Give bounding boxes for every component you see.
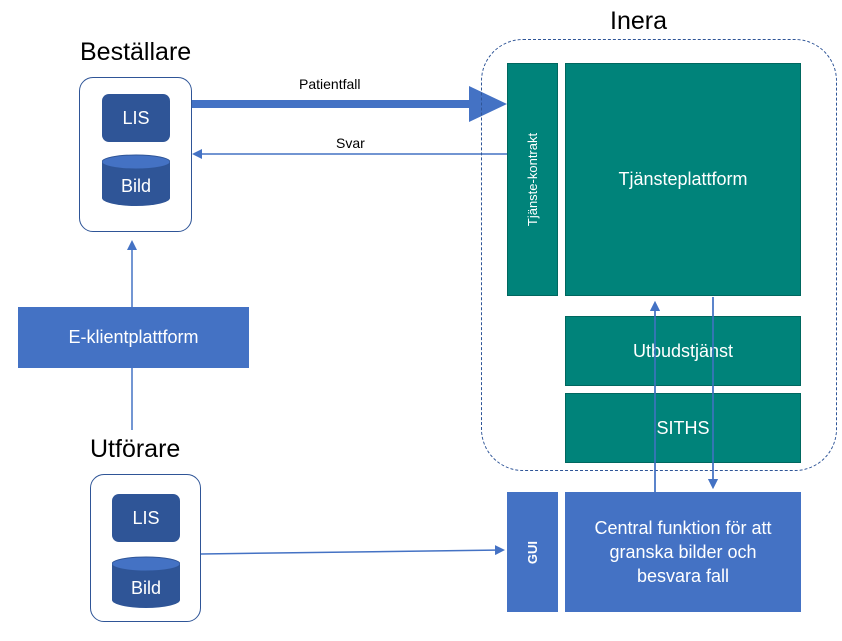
siths-label: SITHS bbox=[656, 417, 710, 438]
utforare-bild-label: Bild bbox=[130, 577, 161, 598]
central-funktion-label: Central funktion för att granska bilder … bbox=[594, 517, 772, 587]
bestallare-bild-database: Bild bbox=[102, 154, 170, 206]
inera-group bbox=[481, 39, 837, 471]
database-icon bbox=[112, 556, 180, 608]
central-funktion-box: Central funktion för att granska bilder … bbox=[565, 492, 801, 612]
gui-label: GUI bbox=[525, 540, 540, 564]
svar-label: Svar bbox=[336, 135, 365, 151]
utbudstjanst-box: Utbudstjänst bbox=[565, 316, 801, 386]
tjanstekontrakt-box: Tjänste-kontrakt bbox=[507, 63, 558, 296]
utforare-to-gui-arrow bbox=[200, 545, 505, 556]
bestallare-lis-box: LIS bbox=[102, 94, 170, 142]
bestallare-bild-label: Bild bbox=[120, 175, 151, 196]
patientfall-arrow bbox=[187, 86, 507, 122]
tjansteplattform-label: Tjänsteplattform bbox=[618, 169, 748, 189]
utforare-lis-box: LIS bbox=[112, 494, 180, 542]
utforare-bild-database: Bild bbox=[112, 556, 180, 608]
utforare-lis-label: LIS bbox=[132, 507, 160, 528]
eklientplattform-label: E-klientplattform bbox=[68, 327, 199, 347]
utforare-title: Utförare bbox=[90, 435, 181, 463]
bestallare-title: Beställare bbox=[80, 38, 192, 66]
utbudstjanst-label: Utbudstjänst bbox=[632, 340, 734, 361]
gui-box: GUI bbox=[507, 492, 558, 612]
tjanstekontrakt-label: Tjänste-kontrakt bbox=[525, 132, 541, 227]
database-icon bbox=[102, 154, 170, 206]
bestallare-lis-label: LIS bbox=[122, 107, 150, 128]
siths-box: SITHS bbox=[565, 393, 801, 463]
patientfall-label: Patientfall bbox=[299, 76, 361, 92]
tjansteplattform-box: Tjänsteplattform bbox=[565, 63, 801, 296]
inera-title: Inera bbox=[610, 7, 667, 35]
eklientplattform-box: E-klientplattform bbox=[18, 307, 249, 368]
